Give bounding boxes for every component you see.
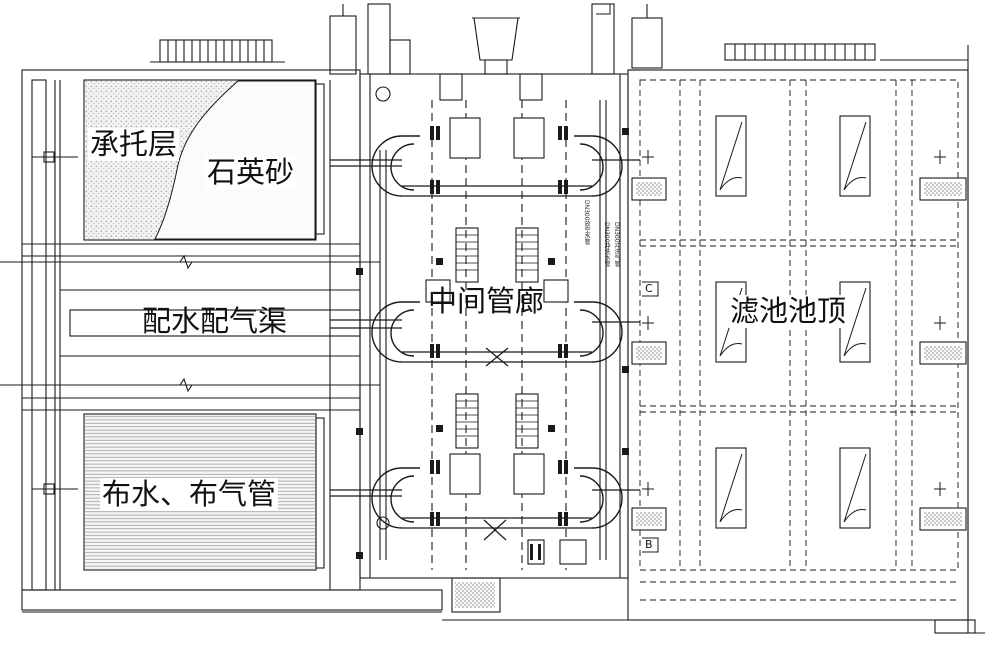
tick-markers bbox=[642, 150, 946, 496]
label-quartz-sand: 石英砂 bbox=[205, 155, 297, 190]
pipe-note-3: DN300冲洗气管 bbox=[613, 222, 620, 267]
side-box-checker bbox=[455, 182, 962, 608]
label-filter-top: 滤池池顶 bbox=[728, 294, 849, 329]
label-distribution-channel: 配水配气渠 bbox=[142, 304, 288, 338]
gallery-cross-fixture bbox=[483, 347, 509, 541]
left-filter-block bbox=[0, 39, 443, 613]
gallery-pipe-runs bbox=[330, 159, 640, 529]
section-marker-lines bbox=[596, 3, 659, 553]
gallery-flanges bbox=[356, 126, 629, 560]
section-marker-c: C bbox=[645, 282, 653, 295]
pipe-note-1: DN300放空水管 bbox=[583, 200, 590, 245]
filter-top-side-boxes bbox=[631, 177, 967, 531]
section-marker-b: B bbox=[645, 538, 653, 551]
gallery-stair-treads bbox=[456, 234, 538, 437]
label-water-air-pipes: 布水、布气管 bbox=[100, 477, 279, 512]
filter-top-block bbox=[442, 43, 985, 634]
label-middle-gallery: 中间管廊 bbox=[428, 284, 545, 318]
filter-top-dashed-grid bbox=[639, 79, 959, 601]
gallery-pipe-bends bbox=[371, 135, 623, 529]
pipe-note-2: DN300冲洗水管 bbox=[603, 222, 610, 267]
label-support-layer: 承托层 bbox=[88, 127, 180, 162]
